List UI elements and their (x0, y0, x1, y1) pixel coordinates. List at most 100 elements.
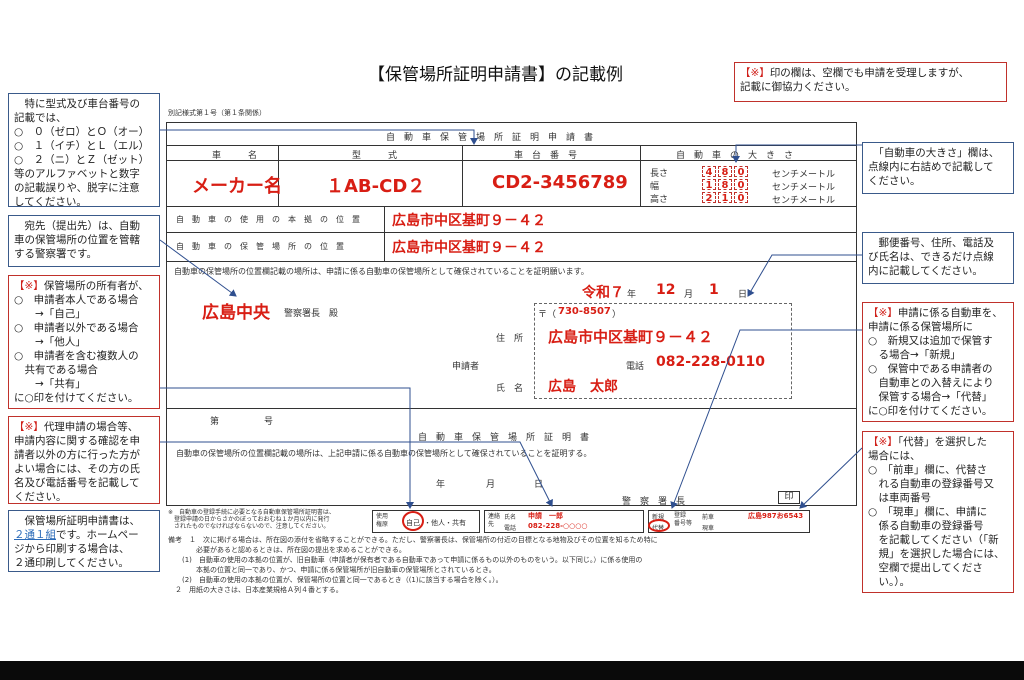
form-caption: 別記様式第１号（第１条関係） (168, 109, 266, 117)
two-copies-link[interactable]: ２通１組 (14, 529, 56, 541)
use-right-box (372, 510, 480, 533)
width-digit: 1 (702, 179, 716, 191)
prev-car-value: 広島987お6543 (748, 512, 804, 520)
police-station: 広島中央 (202, 303, 270, 323)
note-text: 郵便番号、住所、電話及 び氏名は、できるだけ点線 内に記載してください。 (868, 237, 994, 277)
contact-name-label: 氏名 (504, 514, 517, 521)
date-month: 12 (656, 282, 676, 298)
top-note: 【※】印の欄は、空欄でも申請を受理しますが、 記載に御協力ください。 (734, 62, 1007, 102)
postal-prefix: 〒（ (538, 310, 557, 320)
note-destination: 宛先（提出先）は、自動 車の保管場所の位置を管轄 する警察署です。 (8, 215, 160, 267)
applicant-box (534, 303, 792, 399)
date-day-unit: 日 (738, 290, 748, 300)
note-mark: 【※】 (868, 307, 898, 319)
height-digit: 1 (718, 192, 732, 204)
remarks: 備考 １ 次に掲げる場合は、所在図の添付を省略することができる。ただし、警察署長… (168, 536, 658, 594)
reg-number-label: 登録 番号等 (674, 512, 693, 527)
contact-box (484, 510, 644, 533)
note-text: 「代替」を選択した 場合には、 ○ 「前車」欄に、代替さ れる自動車の登録番号又… (868, 436, 1005, 588)
page-title: 【保管場所証明申請書】の記載例 (368, 65, 623, 85)
postal-code: 730-8507 (558, 306, 611, 317)
address-value: 広島市中区基町９－４２ (548, 328, 714, 346)
bottom-strip (0, 661, 1024, 680)
cert-text: 自動車の保管場所の位置欄記載の場所は、上記申請に係る自動車の保管場所として確保さ… (176, 449, 592, 458)
width-digit: 0 (734, 179, 748, 191)
note-text: 宛先（提出先）は、自動 車の保管場所の位置を管轄 する警察署です。 (14, 220, 140, 260)
note-text: です。ホームペー ジから印刷する場合は、 ２通印刷してください。 (14, 529, 139, 569)
col-model-label: 型 式 (352, 151, 398, 161)
application-form (166, 122, 857, 506)
size-width-label: 幅 (650, 182, 660, 192)
note-text: 「自動車の大きさ」欄は、 点線内に右詰めで記載して ください。 (868, 147, 1000, 187)
note-text: 代理申請の場合等、 申請内容に関する確認を申 請者以外の方に行った方が よい場合… (14, 421, 140, 503)
postal-suffix: ） (612, 310, 622, 320)
model-value: １AB-CD２ (326, 176, 426, 197)
note-mark: 【※】 (868, 436, 898, 448)
curr-car-label: 現車 (702, 525, 715, 532)
name-value: 広島 太郎 (548, 379, 618, 395)
date-era: 令和７ (582, 285, 624, 301)
note-two-copies: 保管場所証明申請書は、 ２通１組です。ホームペー ジから印刷する場合は、 ２通印… (8, 510, 160, 572)
cert-year: 年 (436, 480, 446, 490)
other-options: ・他人・共有 (424, 519, 466, 527)
note-contact: 【※】代理申請の場合等、 申請内容に関する確認を申 請者以外の方に行った方が よ… (8, 416, 160, 504)
size-height-label: 高さ (650, 195, 669, 205)
applicant-label: 申請者 (452, 362, 480, 372)
maker-value: メーカー名 (192, 176, 282, 197)
foot-note: ※ 自動車の登録手続に必要となる自動車保管場所証明書は、 登録申請の日からさかの… (168, 509, 335, 530)
replace-circle (648, 519, 670, 532)
width-digit: 8 (718, 179, 732, 191)
contact-label: 連絡 先 (488, 513, 501, 528)
parking-location-value: 広島市中区基町９－４２ (392, 240, 546, 256)
note-text: 特に型式及び車台番号の 記載では、 ○ ０（ゼロ）とＯ（オー） ○ １（イチ）と… (14, 98, 150, 208)
phone-value: 082-228-0110 (656, 354, 766, 370)
address-label: 住 所 (496, 334, 524, 344)
note-new-replace: 【※】申請に係る自動車を、 申請に係る保管場所に ○ 新規又は追加で保管す る場… (862, 302, 1014, 422)
parking-location-label: 自 動 車 の 保 管 場 所 の 位 置 (176, 242, 344, 251)
cert-chief: 警 察 署 長 (622, 497, 686, 507)
base-location-value: 広島市中区基町９－４２ (392, 213, 546, 229)
callout-arrows (159, 129, 863, 509)
note-mark: 【※】 (14, 421, 44, 433)
date-day: 1 (709, 282, 719, 298)
size-unit: センチメートル (772, 183, 836, 193)
date-month-unit: 月 (684, 290, 694, 300)
size-unit: センチメートル (772, 196, 836, 206)
top-note-text: 印の欄は、空欄でも申請を受理しますが、 記載に御協力ください。 (740, 67, 970, 93)
note-address-fields: 郵便番号、住所、電話及 び氏名は、できるだけ点線 内に記載してください。 (862, 232, 1014, 284)
date-year-unit: 年 (627, 290, 637, 300)
station-suffix: 警察署長 殿 (284, 309, 339, 319)
cert-number: 第 号 (210, 417, 274, 427)
own-circle (402, 511, 424, 531)
note-use-right: 【※】保管場所の所有者が、 ○ 申請者本人である場合 →「自己」 ○ 申請者以外… (8, 275, 160, 409)
length-digit: 8 (718, 166, 732, 178)
note-text: 申請に係る自動車を、 申請に係る保管場所に ○ 新規又は追加で保管す る場合→「… (868, 307, 1003, 417)
new-option: 新規 (652, 514, 665, 521)
contact-phone: 082-228-○○○○ (528, 522, 588, 530)
cert-month: 月 (486, 480, 496, 490)
contact-name: 申請 一郎 (528, 512, 563, 520)
document-page: 【保管場所証明申請書】の記載例 【※】印の欄は、空欄でも申請を受理しますが、 記… (0, 0, 1024, 661)
phone-label: 電話 (626, 362, 645, 372)
note-text: 保管場所の所有者が、 ○ 申請者本人である場合 →「自己」 ○ 申請者以外である… (14, 280, 149, 404)
col-chassis-label: 車 台 番 号 (514, 151, 578, 161)
prev-car-label: 前車 (702, 514, 715, 521)
seal-box: 印 (778, 491, 800, 504)
use-right-label: 使用 権原 (376, 513, 389, 528)
note-replace-detail: 【※】「代替」を選択した 場合には、 ○ 「前車」欄に、代替さ れる自動車の登録… (862, 431, 1014, 593)
length-digit: 4 (702, 166, 716, 178)
cert-title: 自 動 車 保 管 場 所 証 明 書 (418, 433, 590, 443)
height-digit: 2 (702, 192, 716, 204)
form-header: 自 動 車 保 管 場 所 証 明 申 請 書 (386, 133, 594, 143)
note-mark: 【※】 (740, 67, 770, 79)
height-digit: 0 (734, 192, 748, 204)
chassis-value: CD2-3456789 (492, 172, 628, 193)
size-length-label: 長さ (650, 169, 669, 179)
name-label: 氏 名 (496, 384, 524, 394)
size-unit: センチメートル (772, 170, 836, 180)
note-mark: 【※】 (14, 280, 44, 292)
note-vehicle-size: 「自動車の大きさ」欄は、 点線内に右詰めで記載して ください。 (862, 142, 1014, 194)
length-digit: 0 (734, 166, 748, 178)
cert-day: 日 (534, 480, 544, 490)
col-name-label: 車 名 (212, 151, 258, 161)
